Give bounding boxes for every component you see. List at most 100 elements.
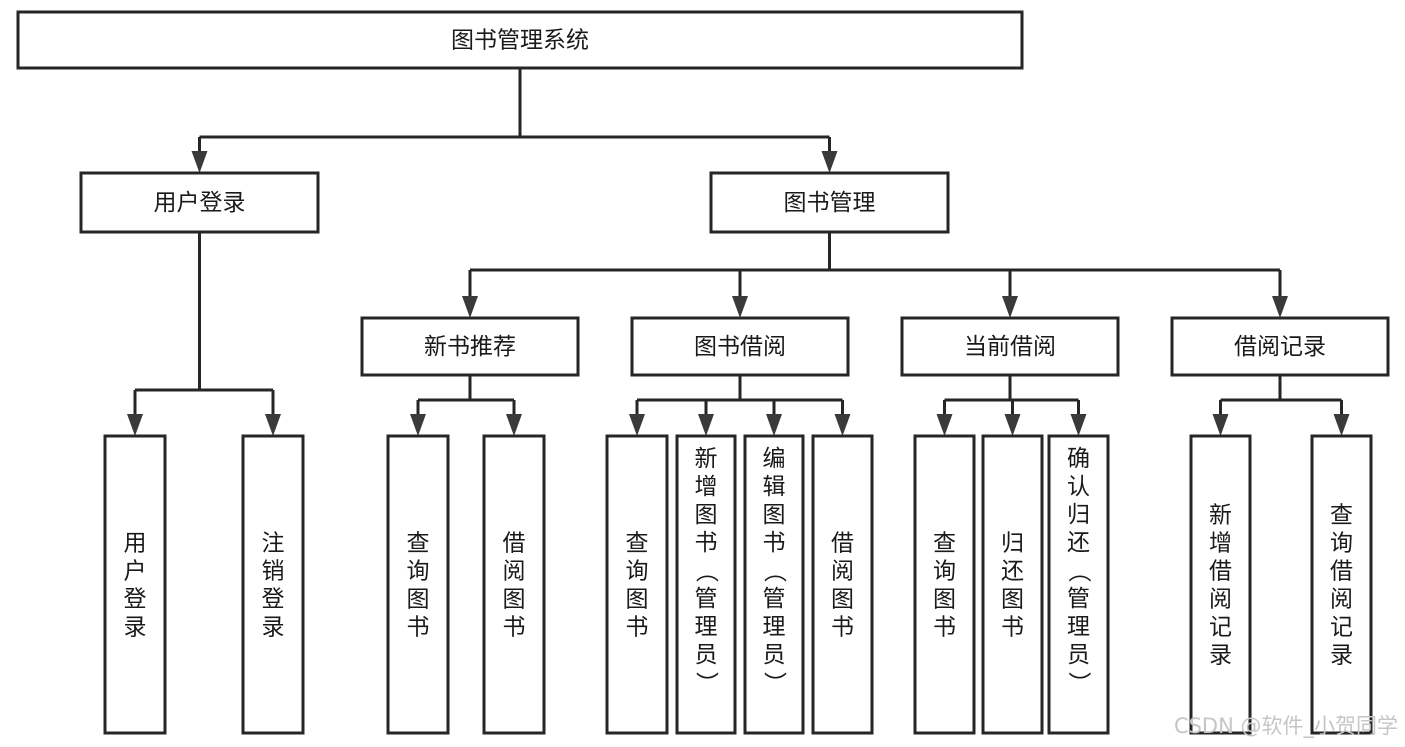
node-box[interactable]	[605, 434, 669, 735]
node-label-char: 阅	[1209, 586, 1232, 612]
node-label-char: 查	[1330, 502, 1353, 528]
arrow-head-icon	[1212, 414, 1229, 436]
node-label-char: （	[761, 560, 787, 583]
node-label-char: 理	[763, 614, 786, 640]
arrow-head-icon	[191, 151, 208, 173]
node-label-char: 理	[1067, 614, 1090, 640]
node-label-char: 用	[124, 530, 147, 556]
node-leaf-0[interactable]: 用户登录	[103, 434, 167, 735]
node-label: 当前借阅	[964, 334, 1056, 360]
node-level2-0[interactable]: 用户登录	[79, 171, 320, 234]
node-box[interactable]	[709, 171, 950, 234]
node-label-char: 书	[626, 614, 649, 640]
node-box[interactable]	[360, 316, 580, 377]
node-box[interactable]	[16, 10, 1024, 70]
node-label-char: 编	[763, 446, 786, 472]
node-label-char: 录	[124, 614, 147, 640]
arrow-head-icon	[462, 296, 478, 318]
node-label-char: 书	[1001, 614, 1024, 640]
node-box[interactable]	[743, 434, 805, 735]
node-label-char: （	[693, 560, 719, 583]
node-label-char: ）	[761, 672, 787, 695]
node-layer: 图书管理系统用户登录图书管理新书推荐图书借阅当前借阅借阅记录用户登录注销登录查询…	[16, 10, 1390, 735]
node-box[interactable]	[913, 434, 976, 735]
node-label-char: 登	[124, 586, 147, 612]
node-label-char: （	[1066, 560, 1092, 583]
node-box[interactable]	[630, 316, 850, 377]
node-label-char: 员	[763, 642, 786, 668]
arrow-head-icon	[766, 414, 782, 436]
node-label-char: 图	[1001, 586, 1024, 612]
arrow-head-icon	[1002, 296, 1018, 318]
arrow-head-icon	[506, 414, 522, 436]
node-label-char: 增	[1209, 530, 1232, 556]
node-label-char: 书	[933, 614, 956, 640]
node-label-char: 图	[626, 586, 649, 612]
node-label-char: 图	[695, 502, 718, 528]
node-box[interactable]	[1170, 316, 1390, 377]
node-level2-1[interactable]: 图书管理	[709, 171, 950, 234]
node-label: 新书推荐	[424, 334, 516, 360]
arrow-head-icon	[265, 414, 281, 436]
node-label-char: 新	[695, 446, 718, 472]
node-label-char: 询	[407, 558, 430, 584]
node-label-char: 辑	[763, 474, 786, 500]
node-label-char: 户	[124, 558, 147, 584]
node-box[interactable]	[103, 434, 167, 735]
node-label-char: 图	[407, 586, 430, 612]
arrow-head-icon	[410, 414, 426, 436]
node-label-char: 阅	[1330, 586, 1353, 612]
node-label: 用户登录	[154, 190, 246, 216]
node-label-char: 查	[933, 530, 956, 556]
node-label-char: 借	[1209, 558, 1232, 584]
node-box[interactable]	[675, 434, 737, 735]
node-label-char: 员	[695, 642, 718, 668]
node-box[interactable]	[1310, 434, 1373, 735]
arrow-head-icon	[936, 414, 953, 436]
node-box[interactable]	[241, 434, 305, 735]
node-level3-0[interactable]: 新书推荐	[360, 316, 580, 377]
node-box[interactable]	[482, 434, 546, 735]
node-box[interactable]	[981, 434, 1044, 735]
node-label-char: 增	[695, 474, 718, 500]
node-label-char: 还	[1067, 530, 1090, 556]
node-label-char: 图	[831, 586, 854, 612]
node-level3-1[interactable]: 图书借阅	[630, 316, 850, 377]
node-label-char: 阅	[831, 558, 854, 584]
node-label-char: 新	[1209, 502, 1232, 528]
node-label-char: 归	[1001, 530, 1024, 556]
node-box[interactable]	[386, 434, 450, 735]
node-label-char: 书	[695, 530, 718, 556]
node-level3-2[interactable]: 当前借阅	[900, 316, 1120, 377]
node-box[interactable]	[900, 316, 1120, 377]
node-box[interactable]	[1189, 434, 1252, 735]
csdn-watermark: CSDN @软件_小贺同学	[1174, 714, 1398, 739]
node-label-char: 图	[503, 586, 526, 612]
node-label-char: 认	[1067, 474, 1090, 500]
node-label-char: 员	[1067, 642, 1090, 668]
node-label-char: 阅	[503, 558, 526, 584]
node-box[interactable]	[79, 171, 320, 234]
node-box[interactable]	[811, 434, 874, 735]
node-box[interactable]	[1047, 434, 1110, 735]
arrow-head-icon	[1070, 414, 1087, 436]
node-label-char: 记	[1330, 614, 1353, 640]
arrow-head-icon	[1004, 414, 1021, 436]
node-root-library-system[interactable]: 图书管理系统	[16, 10, 1024, 70]
node-level3-3[interactable]: 借阅记录	[1170, 316, 1390, 377]
node-label-char: 书	[763, 530, 786, 556]
